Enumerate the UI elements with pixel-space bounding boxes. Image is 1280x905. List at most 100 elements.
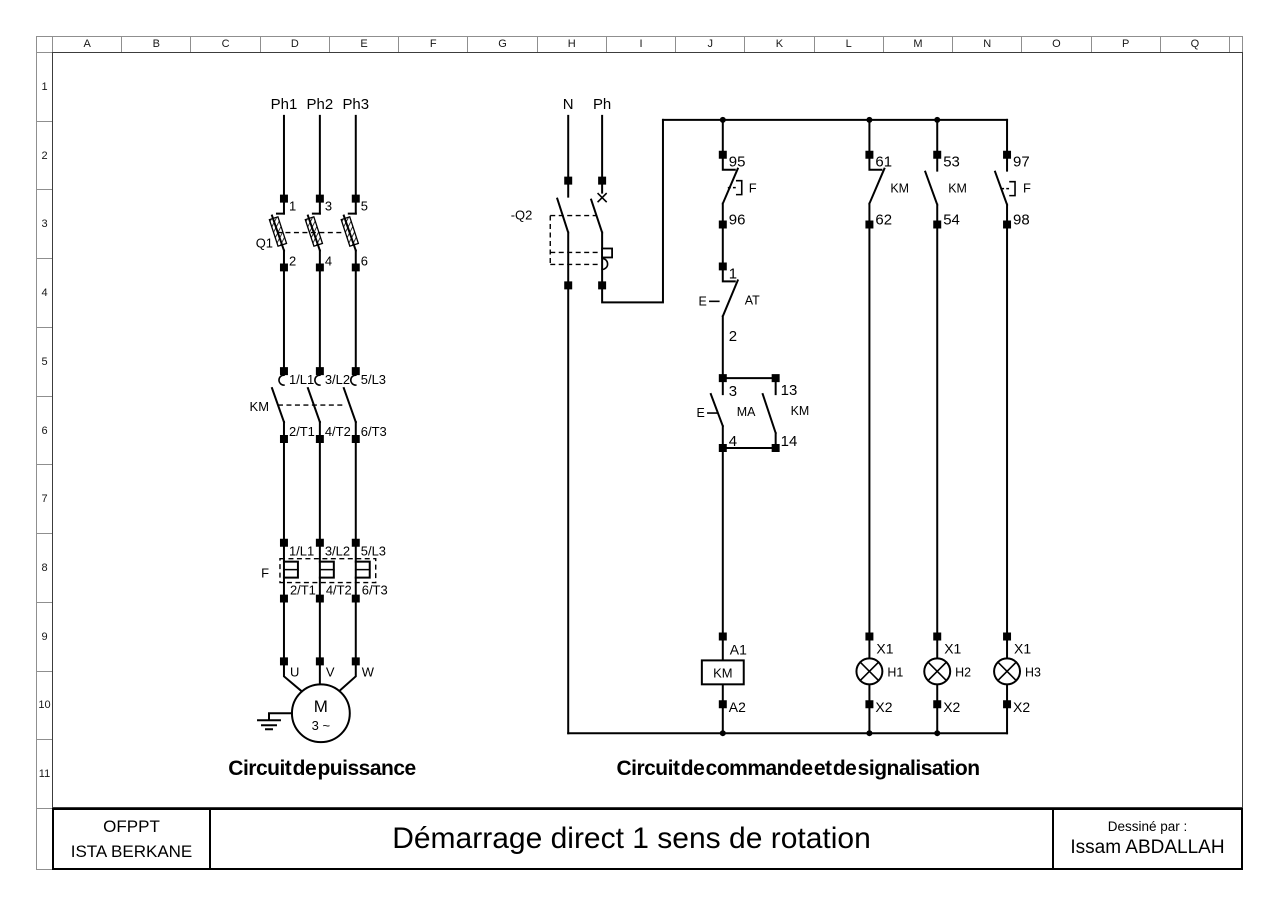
km-terminal-3l2: 3/L2 bbox=[325, 372, 350, 387]
power-wires bbox=[282, 114, 357, 694]
ruler-col-l: L bbox=[815, 37, 884, 52]
lamp-h3-symbol bbox=[993, 657, 1022, 686]
ruler-row-11: 11 bbox=[37, 740, 52, 810]
label-ph1: Ph1 bbox=[271, 96, 298, 113]
terminal-a2: A2 bbox=[729, 699, 746, 715]
f-trip-95-symbol bbox=[727, 179, 743, 196]
column-ruler: A B C D E F G H I J K L M N O P Q bbox=[52, 36, 1243, 53]
km-coil-label: KM bbox=[713, 665, 732, 680]
terminal-3: 3 bbox=[729, 383, 737, 400]
holding-km-label: KM bbox=[791, 404, 810, 418]
label-ph2: Ph2 bbox=[307, 96, 334, 113]
ruler-row-5: 5 bbox=[37, 328, 52, 397]
breaker-q1-symbol bbox=[268, 212, 360, 252]
terminal-62: 62 bbox=[875, 212, 892, 229]
f-terminal-4t2: 4/T2 bbox=[326, 583, 352, 598]
terminal-98: 98 bbox=[1013, 212, 1030, 229]
km-terminal-5l3: 5/L3 bbox=[361, 372, 386, 387]
ground-icon bbox=[257, 712, 293, 731]
terminal-2: 2 bbox=[729, 328, 737, 345]
q2-label: -Q2 bbox=[511, 208, 533, 223]
h2-terminal-x1: X1 bbox=[944, 640, 961, 656]
at-label: AT bbox=[745, 293, 760, 307]
km-power-label: KM bbox=[250, 399, 269, 414]
km-terminal-6t3: 6/T3 bbox=[361, 424, 387, 439]
branch3-wires bbox=[923, 118, 939, 735]
f-no-label: F bbox=[1023, 181, 1031, 196]
terminal-4: 4 bbox=[729, 433, 737, 450]
h1-terminal-x2: X2 bbox=[875, 699, 892, 715]
ruler-col-a: A bbox=[53, 37, 123, 52]
q2-x-mark bbox=[597, 192, 608, 203]
q1-terminal-4: 4 bbox=[325, 253, 332, 268]
control-circuit-caption: Circuit de commande et de signalisation bbox=[616, 757, 980, 780]
ruler-row-9: 9 bbox=[37, 603, 52, 672]
organization-cell: OFPPT ISTA BERKANE bbox=[54, 810, 211, 868]
aux-no-km-label: KM bbox=[948, 182, 967, 196]
author-cell: Dessiné par : Issam ABDALLAH bbox=[1052, 810, 1241, 868]
km-terminal-2t1: 2/T1 bbox=[289, 424, 315, 439]
author-name: Issam ABDALLAH bbox=[1070, 837, 1225, 858]
q1-label: Q1 bbox=[256, 235, 273, 250]
km-terminal-4t2: 4/T2 bbox=[325, 424, 351, 439]
h3-terminal-x2: X2 bbox=[1013, 699, 1030, 715]
terminal-96: 96 bbox=[729, 212, 746, 229]
ruler-col-d: D bbox=[261, 37, 330, 52]
h2-terminal-x2: X2 bbox=[943, 699, 960, 715]
f-trip-97-symbol bbox=[1001, 180, 1016, 197]
motor-type: 3 ~ bbox=[312, 718, 330, 733]
terminal-61: 61 bbox=[875, 154, 892, 171]
breaker-q2-symbol bbox=[549, 192, 613, 271]
f-terminal-1l1: 1/L1 bbox=[289, 544, 314, 559]
ruler-col-k: K bbox=[745, 37, 815, 52]
ruler-col-i: I bbox=[607, 37, 677, 52]
q2-mechanical-link bbox=[549, 214, 601, 266]
terminal-14: 14 bbox=[781, 433, 798, 450]
ruler-col-c: C bbox=[191, 37, 261, 52]
terminal-1: 1 bbox=[729, 265, 737, 282]
f-terminal-5l3: 5/L3 bbox=[361, 544, 386, 559]
ruler-row-2: 2 bbox=[37, 122, 52, 191]
neutral-wire bbox=[555, 114, 570, 735]
control-circuit: N Ph -Q2 bbox=[511, 96, 1041, 737]
branch2-wires bbox=[868, 118, 886, 735]
branch4-wires bbox=[993, 118, 1009, 735]
lamp-h1-symbol bbox=[855, 657, 884, 686]
ruler-row-spacer bbox=[37, 809, 52, 869]
ruler-col-f: F bbox=[399, 37, 469, 52]
ruler-row-10: 10 bbox=[37, 672, 52, 741]
q1-terminal-5: 5 bbox=[361, 199, 368, 214]
ruler-col-spacer bbox=[1230, 37, 1242, 52]
ruler-col-o: O bbox=[1022, 37, 1092, 52]
power-circuit: Ph1 Ph2 Ph3 Q1 1 3 5 2 4 6 bbox=[250, 96, 388, 744]
drawing-title: Démarrage direct 1 sens de rotation bbox=[392, 822, 871, 855]
ma-label: MA bbox=[737, 405, 756, 419]
ruler-row-3: 3 bbox=[37, 190, 52, 260]
km-coil-symbol: KM bbox=[700, 659, 745, 686]
lamp-h2-symbol bbox=[923, 657, 952, 686]
ruler-col-h: H bbox=[538, 37, 607, 52]
ruler-col-j: J bbox=[676, 37, 746, 52]
ruler-col-q: Q bbox=[1161, 37, 1230, 52]
terminal-13: 13 bbox=[781, 382, 798, 399]
motor-terminal-w: W bbox=[362, 664, 375, 679]
q1-terminal-1: 1 bbox=[289, 199, 296, 214]
q1-terminal-3: 3 bbox=[325, 199, 332, 214]
h1-terminal-x1: X1 bbox=[876, 640, 893, 656]
h1-label: H1 bbox=[887, 665, 903, 679]
q1-terminal-2: 2 bbox=[289, 253, 296, 268]
ma-actuator: E bbox=[697, 406, 705, 420]
drawing-area: Ph1 Ph2 Ph3 Q1 1 3 5 2 4 6 bbox=[52, 52, 1243, 808]
q1-terminal-6: 6 bbox=[361, 253, 368, 268]
terminal-squares bbox=[279, 150, 1012, 709]
h3-label: H3 bbox=[1025, 665, 1041, 679]
terminal-53: 53 bbox=[943, 154, 960, 171]
f-nc-label: F bbox=[749, 181, 757, 196]
ruler-corner bbox=[36, 36, 53, 53]
h3-terminal-x1: X1 bbox=[1014, 640, 1031, 656]
f-terminal-6t3: 6/T3 bbox=[362, 583, 388, 598]
row-ruler: 1 2 3 4 5 6 7 8 9 10 11 bbox=[36, 52, 53, 870]
ruler-row-7: 7 bbox=[37, 465, 52, 535]
motor-letter: M bbox=[314, 697, 328, 716]
